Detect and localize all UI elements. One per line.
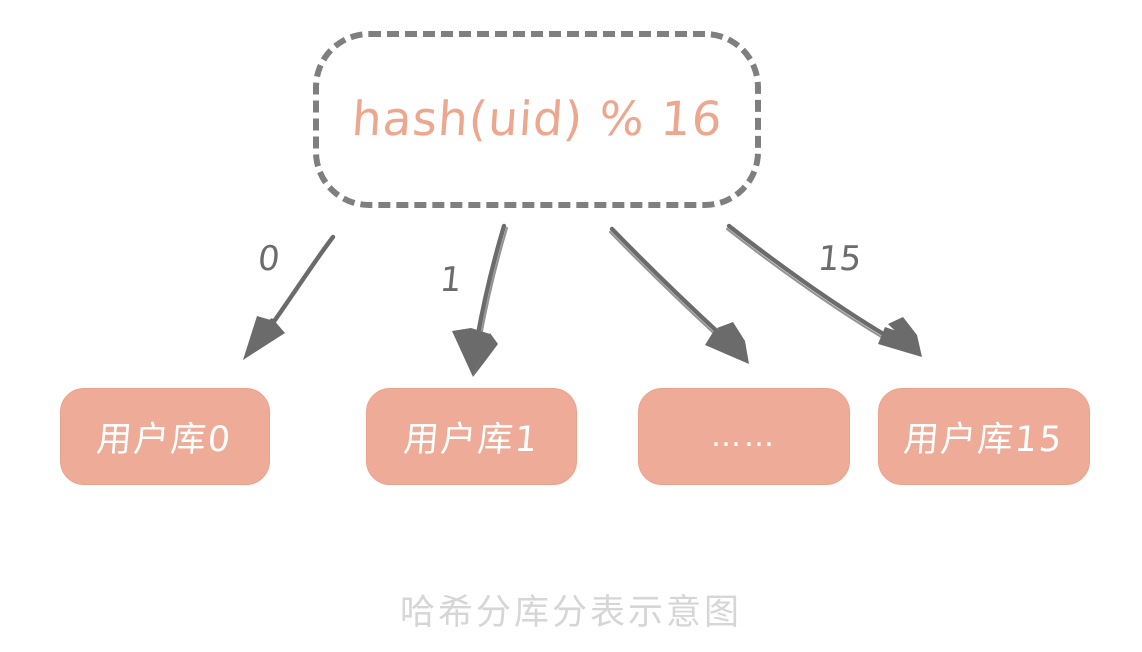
diagram-caption: 哈希分库分表示意图 — [399, 593, 742, 633]
arrow-label-15: 15 — [815, 239, 864, 279]
arrow-to-shard-1 — [452, 223, 509, 377]
hash-function-label: hash(uid) % 16 — [349, 92, 725, 147]
arrow-label-1: 1 — [437, 260, 464, 300]
shard-box-user-db-0: 用户库0 — [60, 388, 270, 485]
hash-function-node: hash(uid) % 16 — [313, 31, 761, 208]
shard-box-user-db-15: 用户库15 — [878, 388, 1090, 485]
shard-label-user-db-0: 用户库0 — [95, 420, 235, 460]
shard-label-user-db-15: 用户库15 — [902, 420, 1066, 460]
shard-box-user-db-1: 用户库1 — [366, 388, 577, 485]
shard-label-ellipsis: …… — [711, 419, 777, 454]
shard-box-ellipsis: …… — [638, 388, 850, 485]
arrow-to-shard-ellipsis — [608, 226, 749, 364]
shard-label-user-db-1: 用户库1 — [401, 420, 541, 460]
arrow-to-shard-0 — [243, 234, 336, 360]
arrow-label-0: 0 — [255, 239, 282, 279]
